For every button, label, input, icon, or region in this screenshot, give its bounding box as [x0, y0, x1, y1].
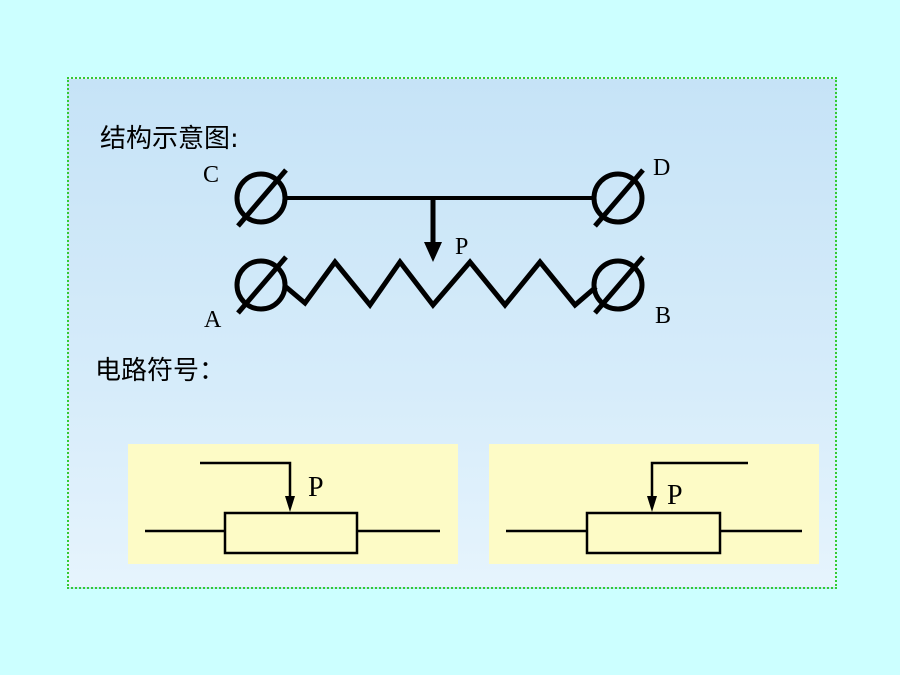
symbol-heading: 电路符号： — [95, 356, 226, 386]
label-c: C — [203, 162, 220, 188]
terminal-a-icon — [234, 255, 288, 315]
slider-arrow-icon — [424, 198, 442, 262]
resistance-coil — [284, 257, 598, 310]
symbol-right-label: P — [667, 480, 683, 511]
terminal-c-icon — [234, 168, 288, 228]
terminal-d-icon — [591, 168, 645, 228]
arrow-down-icon — [285, 496, 295, 512]
symbol-box-left — [128, 444, 458, 564]
arrow-down-icon — [647, 496, 657, 512]
label-p: P — [455, 234, 469, 260]
label-a: A — [204, 307, 222, 333]
terminal-b-icon — [591, 255, 645, 315]
label-d: D — [653, 155, 671, 181]
symbol-left-label: P — [308, 472, 324, 503]
structure-heading: 结构示意图: — [100, 124, 239, 154]
label-b: B — [655, 303, 672, 329]
